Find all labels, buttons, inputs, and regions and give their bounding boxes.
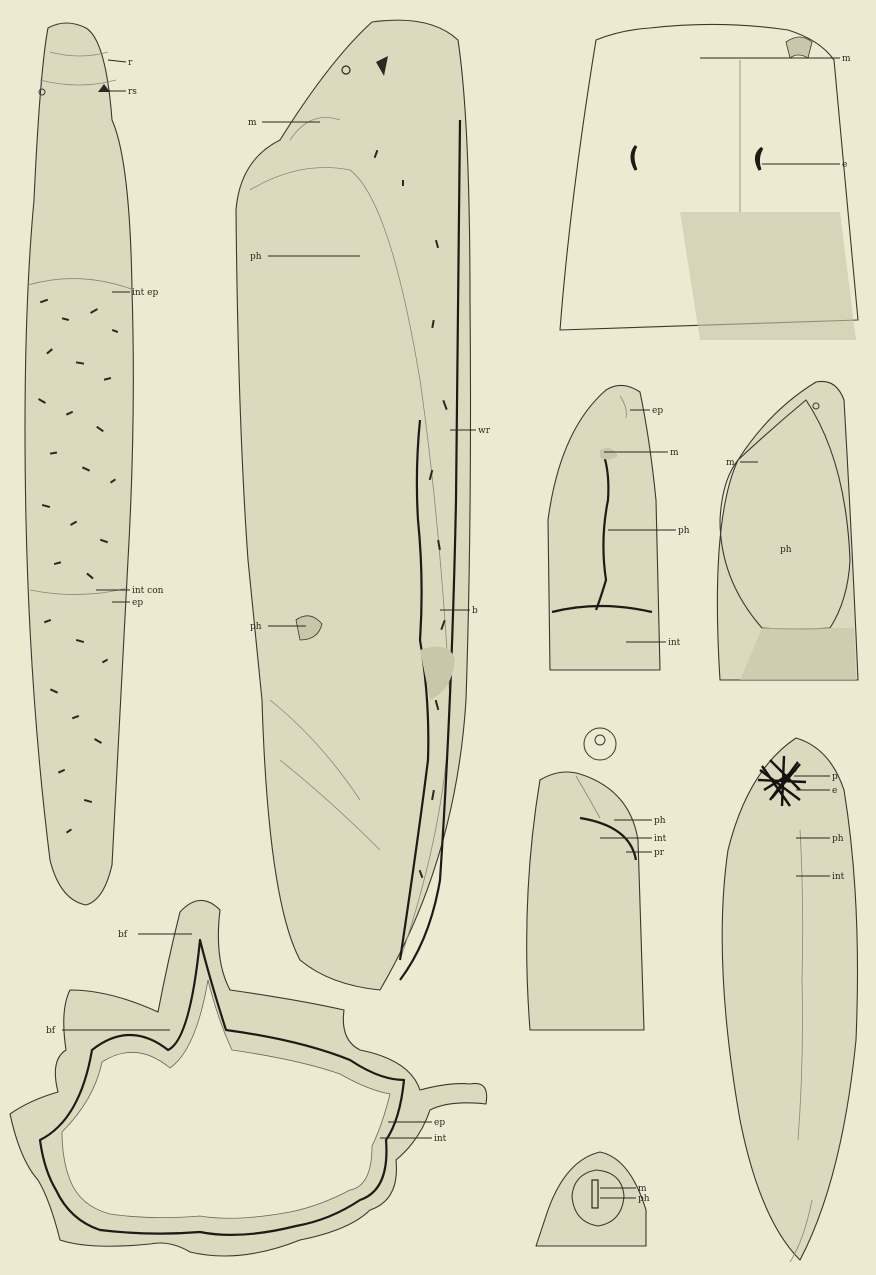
fig7-label-e: e <box>832 786 837 796</box>
fig1-label-int-con: int con <box>132 586 164 596</box>
figure-4-pharynx-section: ep m ph int <box>548 385 690 670</box>
fig4-label-ph: ph <box>678 526 690 536</box>
figure-1-worm-dorsal: r rs int ep int con ep <box>25 23 164 905</box>
fig8-label-ep: ep <box>434 1118 445 1128</box>
fig4-label-m: m <box>670 448 679 458</box>
figure-7-pigmented-worm: p e ph int <box>722 738 857 1262</box>
figure-6-proboscis: ph int pr <box>527 728 667 1030</box>
fig1-label-ep: ep <box>132 598 143 608</box>
fig4-label-int: int <box>668 638 681 648</box>
fig5-label-m: m <box>726 458 735 468</box>
fig5-label-ph: ph <box>780 545 792 555</box>
figure-9-mouth: m ph <box>536 1152 650 1246</box>
fig3-label-m: m <box>842 54 851 64</box>
fig7-label-int: int <box>832 872 845 882</box>
figure-3-head-eyes: m e <box>560 24 858 340</box>
fig7-label-ph: ph <box>832 834 844 844</box>
fig8-label-bf-lower: bf <box>46 1026 56 1036</box>
figure-5-pharynx-bulb: m ph <box>717 381 858 680</box>
fig9-label-ph: ph <box>638 1194 650 1204</box>
fig6-label-pr: pr <box>654 848 665 858</box>
fig2-label-wr: wr <box>478 426 491 436</box>
fig8-label-int: int <box>434 1134 447 1144</box>
fig9-label-m: m <box>638 1184 647 1194</box>
fig2-label-ph-upper: ph <box>250 252 262 262</box>
fig7-label-p: p <box>832 772 838 782</box>
fig3-label-e: e <box>842 160 847 170</box>
fig4-label-ep: ep <box>652 406 663 416</box>
fig6-label-ph: ph <box>654 816 666 826</box>
figure-2-longitudinal-section: m ph wr ph b <box>236 20 491 990</box>
fig2-label-ph-lower: ph <box>250 622 262 632</box>
fig1-label-r: r <box>128 58 133 68</box>
fig2-label-m: m <box>248 118 257 128</box>
fig1-label-int-ep: int ep <box>132 288 158 298</box>
fig1-label-rs: rs <box>128 87 137 97</box>
fig6-label-int: int <box>654 834 667 844</box>
fig2-label-b: b <box>472 606 478 616</box>
fig8-label-bf-upper: bf <box>118 930 128 940</box>
